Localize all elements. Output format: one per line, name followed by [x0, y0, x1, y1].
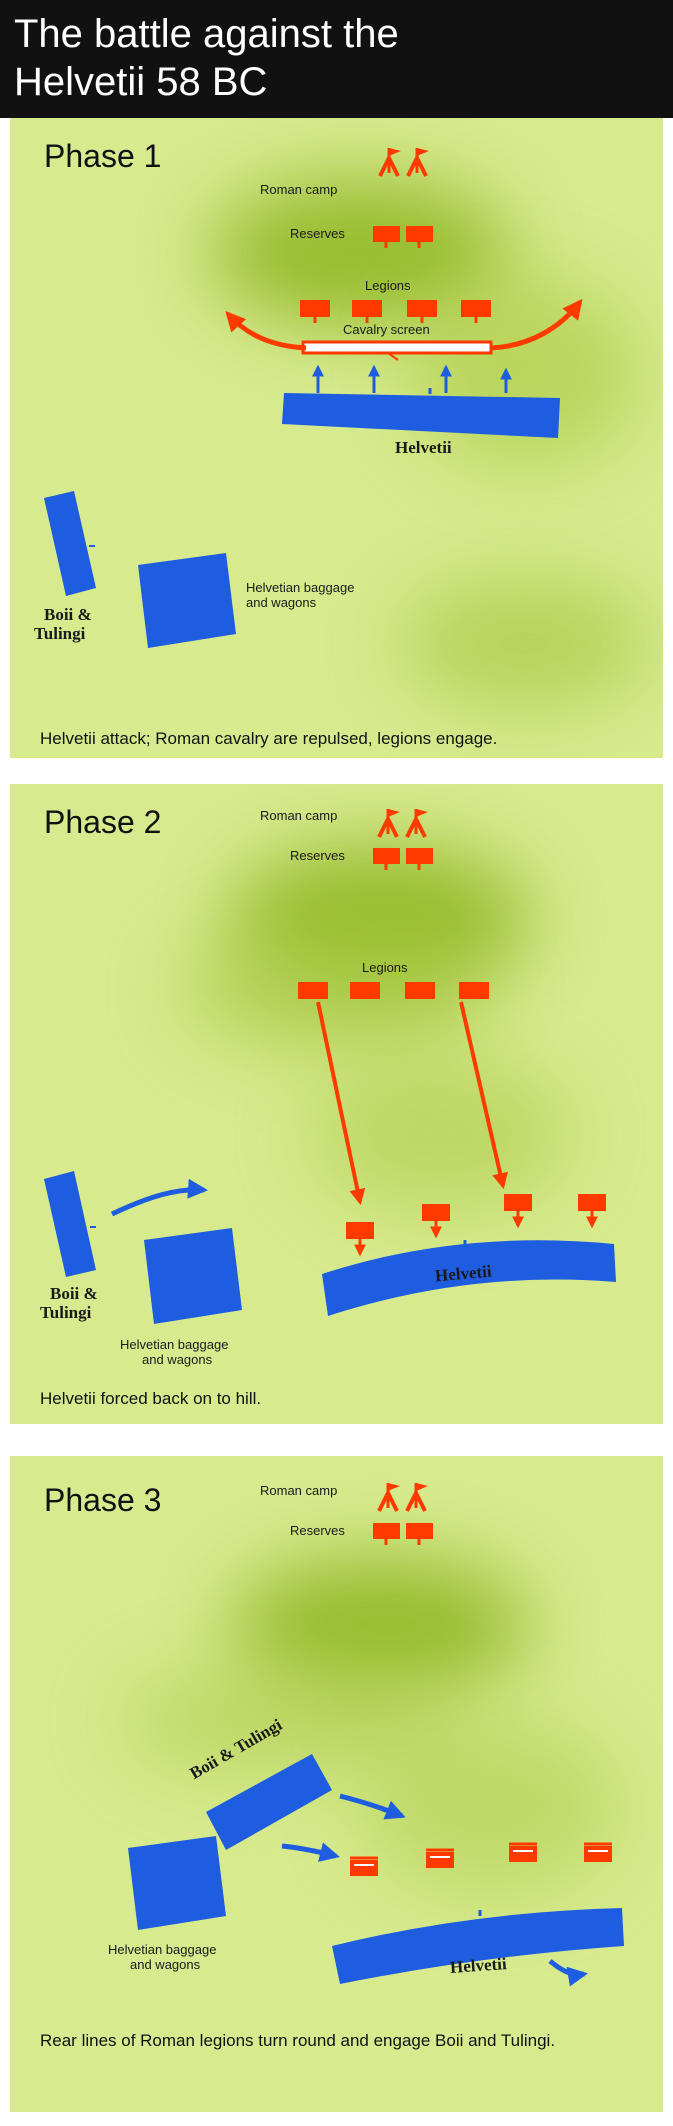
legion-unit	[509, 1842, 537, 1862]
reserves-label: Reserves	[290, 226, 345, 241]
attack-arrow	[339, 1793, 406, 1820]
reserves-label: Reserves	[290, 848, 345, 863]
baggage-label-line-2: and wagons	[246, 595, 317, 610]
baggage-label-line-1: Helvetian baggage	[120, 1337, 229, 1352]
advance-arrow	[459, 1001, 508, 1190]
legion-unit	[422, 1204, 450, 1221]
roman-camp-flag	[377, 809, 400, 838]
legion-unit	[300, 300, 330, 317]
phase-2-caption: Helvetii forced back on to hill.	[40, 1389, 262, 1408]
phase-1-caption: Helvetii attack; Roman cavalry are repul…	[40, 729, 498, 748]
roman-camp-flag	[406, 148, 429, 177]
phase-1-title: Phase 1	[44, 138, 162, 174]
helvetii-line	[332, 1908, 624, 1984]
phase-3-map	[128, 1483, 624, 1987]
legions-label: Legions	[365, 278, 411, 293]
legion-unit	[459, 982, 489, 999]
legion-unit	[350, 1856, 378, 1876]
title-line-1: The battle against the	[14, 12, 399, 56]
title-line-2: Helvetii 58 BC	[14, 60, 268, 104]
cavalry-retreat-arrow	[225, 311, 307, 351]
reserve-unit	[406, 1523, 433, 1539]
helvetii-label: Helvetii	[395, 438, 452, 457]
cavalry-screen-label: Cavalry screen	[343, 322, 430, 337]
phase-2-title: Phase 2	[44, 804, 162, 840]
helvetii-label: Helvetii	[449, 1954, 508, 1977]
legion-unit	[578, 1194, 606, 1211]
legion-unit	[298, 982, 328, 999]
phase-3-caption: Rear lines of Roman legions turn round a…	[40, 2031, 556, 2050]
reserves-label: Reserves	[290, 1523, 345, 1538]
hill-shading	[180, 924, 490, 1054]
phase-2-panel: Phase 2	[10, 784, 663, 1424]
roman-camp-label: Roman camp	[260, 182, 338, 197]
legions-label: Legions	[362, 960, 408, 975]
cavalry-retreat-arrow	[490, 298, 583, 351]
roman-camp-flag	[405, 809, 428, 838]
roman-camp-label: Roman camp	[260, 1483, 338, 1498]
phase-3-title: Phase 3	[44, 1482, 162, 1518]
legion-unit	[504, 1194, 532, 1211]
reserve-unit	[373, 226, 400, 242]
legion-unit	[352, 300, 382, 317]
attack-arrow	[281, 1842, 340, 1862]
helvetii-line	[322, 1240, 616, 1316]
baggage-label-line-1: Helvetian baggage	[246, 580, 355, 595]
phase-1-panel: Phase 1	[10, 118, 663, 758]
retreat-arrow	[548, 1959, 588, 1987]
reserve-unit	[406, 226, 433, 242]
boii-label-line-2: Tulingi	[34, 624, 86, 643]
baggage-label-line-2: and wagons	[142, 1352, 213, 1367]
phase-3-panel: Phase 3	[10, 1456, 663, 2112]
advance-arrow	[316, 1001, 366, 1206]
legion-unit	[350, 982, 380, 999]
flank-arrow	[110, 1178, 208, 1217]
title-bar: The battle against the Helvetii 58 BC	[0, 0, 673, 118]
reserve-unit	[373, 848, 400, 864]
reserve-unit	[373, 1523, 400, 1539]
legion-unit	[461, 300, 491, 317]
phase-2-map	[44, 809, 616, 1324]
boii-label-line-2: Tulingi	[40, 1303, 92, 1322]
boii-tulingi-block	[44, 491, 96, 596]
boii-tulingi-block	[206, 1754, 332, 1850]
roman-camp-flag	[378, 148, 401, 177]
boii-label-line-1: Boii &	[44, 605, 92, 624]
baggage-block	[128, 1836, 226, 1930]
helvetii-line	[282, 393, 560, 438]
legion-unit	[584, 1842, 612, 1862]
baggage-label-line-1: Helvetian baggage	[108, 1942, 217, 1957]
legion-unit	[405, 982, 435, 999]
baggage-block	[144, 1228, 242, 1324]
roman-camp-flag	[405, 1483, 428, 1512]
legion-unit	[407, 300, 437, 317]
boii-tulingi-block	[44, 1171, 96, 1277]
baggage-block	[138, 553, 236, 648]
roman-camp-flag	[377, 1483, 400, 1512]
legion-unit	[346, 1222, 374, 1239]
hill-shading	[310, 1054, 570, 1214]
reserve-unit	[406, 848, 433, 864]
hill-shading	[400, 578, 650, 708]
legion-unit	[426, 1848, 454, 1868]
phase-1-map	[44, 148, 583, 648]
roman-camp-label: Roman camp	[260, 808, 338, 823]
boii-label-line-1: Boii &	[50, 1284, 98, 1303]
cavalry-screen	[301, 340, 493, 355]
baggage-label-line-2: and wagons	[130, 1957, 201, 1972]
